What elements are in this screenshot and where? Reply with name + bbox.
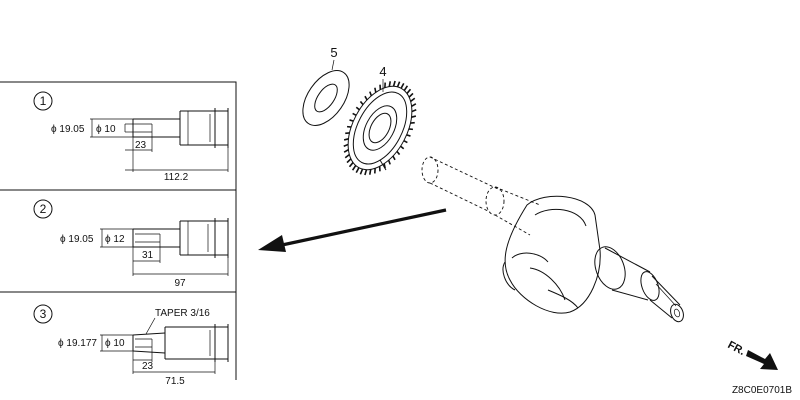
- gear-tooth: [343, 149, 349, 153]
- gear-tooth: [392, 80, 396, 87]
- variant-3-number-badge: [33, 304, 53, 324]
- crankshaft: [421, 156, 684, 323]
- gear-tooth: [400, 145, 405, 150]
- variant-1-outer-diameter: ϕ 19.05: [51, 124, 85, 135]
- phantom-shaft: [421, 156, 541, 236]
- variant-2-total-length: 97: [174, 278, 186, 289]
- gear-tooth: [384, 82, 386, 88]
- variant-2-outer-diameter: ϕ 19.05: [60, 234, 94, 245]
- variant-3-short-length: 23: [142, 361, 154, 372]
- variant-2-inner-diameter: ϕ 12: [105, 234, 125, 245]
- gear-tooth: [388, 81, 392, 87]
- front-direction-indicator: FR.: [726, 339, 778, 370]
- gear-tooth: [343, 143, 349, 148]
- part-4-timing-gear: 4: [343, 64, 417, 176]
- variant-2: 2 ϕ 19.05 ϕ 12 31: [33, 199, 229, 289]
- gear-tooth: [396, 150, 401, 156]
- variant-2-shaft-drawing: [132, 218, 229, 258]
- gear-tooth: [343, 138, 349, 141]
- variant-3-outer-diameter: ϕ 19.177: [58, 338, 97, 349]
- gear-tooth: [400, 82, 405, 89]
- gear-tooth: [349, 119, 354, 122]
- gear-tooth: [410, 121, 415, 124]
- gear-tooth: [368, 169, 372, 175]
- gear-tooth: [406, 88, 412, 94]
- part-5-callout: 5: [330, 45, 337, 60]
- variant-2-dimensions: [100, 228, 229, 276]
- gear-tooth: [345, 132, 350, 135]
- variant-2-number: 2: [40, 202, 47, 216]
- gear-tooth: [369, 91, 373, 97]
- gear-tooth: [355, 167, 360, 174]
- gear-tooth: [351, 165, 357, 171]
- variant-1-number: 1: [40, 94, 47, 108]
- variant-3-shaft-drawing: [132, 324, 229, 362]
- pointer-arrow: [258, 208, 447, 252]
- gear-teeth: [343, 80, 417, 176]
- gear-tooth: [411, 108, 417, 113]
- diagram-code: Z8C0E0701B: [732, 385, 792, 396]
- front-direction-arrow-icon: [746, 350, 778, 370]
- variant-3: 3 TAPER 3/16 ϕ 19.177: [33, 304, 229, 387]
- part-5-washer: 5: [302, 45, 350, 126]
- gear-tooth: [403, 139, 408, 144]
- gear-tooth: [355, 106, 360, 111]
- variant-1-dimensions: [90, 118, 229, 172]
- gear-tooth: [374, 87, 377, 93]
- variant-1-inner-diameter: ϕ 10: [96, 124, 116, 135]
- gear-tooth: [352, 112, 357, 117]
- gear-tooth: [359, 168, 364, 175]
- gear-tooth: [396, 81, 401, 88]
- variant-3-total-length: 71.5: [165, 376, 185, 387]
- variant-3-inner-diameter: ϕ 10: [105, 338, 125, 349]
- front-direction-label: FR.: [726, 339, 747, 358]
- variant-1-total-length: 112.2: [164, 172, 189, 183]
- gear-tooth: [392, 155, 396, 161]
- gear-tooth: [411, 103, 417, 107]
- gear-tooth: [406, 134, 411, 137]
- gear-tooth: [346, 158, 352, 164]
- gear-tooth: [411, 115, 417, 118]
- gear-tooth: [379, 84, 382, 90]
- gear-tooth: [410, 97, 416, 103]
- variant-2-number-badge: [33, 199, 53, 219]
- gear-tooth: [359, 100, 364, 106]
- gear-tooth: [387, 159, 391, 165]
- variant-3-number: 3: [40, 307, 47, 321]
- gear-tooth: [408, 92, 414, 98]
- variant-panel: [0, 81, 237, 380]
- gear-tooth: [378, 166, 381, 172]
- gear-tooth: [374, 168, 376, 174]
- variant-1: 1: [33, 91, 229, 183]
- gear-tooth: [403, 85, 409, 91]
- variant-3-taper-label: TAPER 3/16: [155, 308, 210, 319]
- gear-tooth: [348, 162, 354, 168]
- gear-tooth: [364, 169, 368, 176]
- gear-tooth: [364, 95, 368, 101]
- variant-3-dimensions: [100, 334, 216, 374]
- variant-1-number-badge: [33, 91, 53, 111]
- variant-1-shaft-drawing: [132, 108, 229, 148]
- variant-1-short-length: 23: [135, 140, 147, 151]
- variant-2-short-length: 31: [142, 250, 154, 261]
- gear-tooth: [344, 153, 350, 159]
- gear-tooth: [408, 128, 414, 131]
- gear-tooth: [346, 125, 352, 128]
- part-4-callout: 4: [379, 64, 386, 79]
